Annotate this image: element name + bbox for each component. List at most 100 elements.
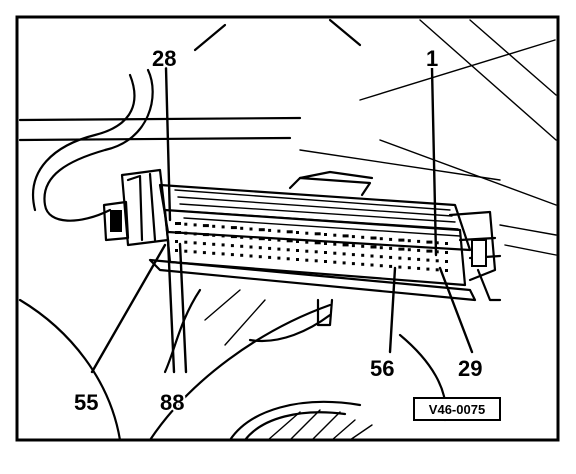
pin-cavity xyxy=(175,240,178,243)
pin-cavity xyxy=(221,225,225,229)
pin-cavity xyxy=(296,240,299,243)
pin-cavity xyxy=(351,244,355,248)
pin-cavity xyxy=(361,253,365,257)
pin-cavity xyxy=(435,259,439,263)
pin-cavity xyxy=(379,264,383,268)
pin-cavity xyxy=(361,244,365,248)
pin-cavity xyxy=(435,268,439,272)
callout-88: 88 xyxy=(160,390,184,415)
callout-56: 56 xyxy=(370,356,394,381)
leader-88b xyxy=(178,242,188,374)
pin-cavity xyxy=(342,261,346,265)
pin-cavity xyxy=(230,244,234,248)
pin-cavity xyxy=(202,251,206,255)
pin-cavity xyxy=(184,249,188,253)
pin-cavity xyxy=(389,255,393,259)
pin-cavity xyxy=(175,222,181,225)
pin-cavity xyxy=(445,260,448,263)
frame-border xyxy=(15,15,560,442)
pin-cavity xyxy=(212,224,216,228)
pin-cavity xyxy=(202,233,209,237)
background-structure xyxy=(18,18,557,442)
pin-cavity xyxy=(361,235,365,239)
pin-cavity xyxy=(184,240,188,244)
pin-cavity xyxy=(193,241,197,245)
pin-cavity xyxy=(389,264,393,268)
pin-cavity xyxy=(296,258,299,261)
pin-cavity xyxy=(314,250,318,254)
pin-cavity xyxy=(184,222,188,226)
pin-cavity xyxy=(230,235,237,239)
pin-cavity xyxy=(305,249,309,253)
pin-cavity xyxy=(398,238,405,242)
pin-cavity xyxy=(305,231,309,235)
figure-id-box xyxy=(413,397,501,421)
pin-cavity xyxy=(379,246,383,250)
pin-cavity xyxy=(417,239,421,243)
pin-cavity xyxy=(417,266,421,270)
pin-cavity xyxy=(175,249,178,252)
pin-cavity xyxy=(333,260,337,264)
pin-cavity xyxy=(389,237,393,241)
pin-cavity xyxy=(286,257,290,261)
pin-cavity xyxy=(277,238,281,242)
pin-cavity xyxy=(268,246,272,250)
pin-cavity xyxy=(342,252,346,256)
pin-cavity xyxy=(212,242,216,246)
pin-cavity xyxy=(230,226,237,230)
pin-cavity xyxy=(212,251,216,255)
pin-cavity xyxy=(258,255,262,259)
callout-leaders xyxy=(90,66,474,374)
pin-cavity xyxy=(351,262,355,266)
pin-cavity xyxy=(435,250,439,254)
pin-cavity xyxy=(417,248,421,252)
pin-cavity xyxy=(240,226,244,230)
pin-cavity xyxy=(370,254,374,258)
pin-cavity xyxy=(398,265,402,269)
callout-29: 29 xyxy=(458,356,482,381)
pin-cavity xyxy=(426,267,430,271)
pin-cavity xyxy=(184,231,188,235)
pin-cavity xyxy=(240,235,244,239)
pin-cavity xyxy=(333,251,337,255)
pin-cavity xyxy=(351,253,355,257)
pin-cavity xyxy=(240,253,244,257)
pin-cavity xyxy=(230,253,234,257)
pin-cavity xyxy=(333,233,337,237)
pin-cavity xyxy=(314,232,321,236)
pin-cavity xyxy=(445,251,448,254)
pin-cavity xyxy=(258,246,262,250)
pin-cavity xyxy=(342,243,349,247)
leader-55 xyxy=(90,243,167,374)
pin-cavity xyxy=(342,234,349,238)
leader-88a xyxy=(166,238,176,374)
pin-cavity xyxy=(268,228,272,232)
pin-cavity xyxy=(361,262,365,266)
pin-cavity xyxy=(370,245,377,249)
pin-cavity xyxy=(202,242,206,246)
pin-cavity xyxy=(314,241,321,245)
pin-cavity xyxy=(445,242,448,245)
pin-cavity xyxy=(277,256,281,260)
pin-cavity xyxy=(324,233,327,236)
pin-cavity xyxy=(445,269,448,272)
pin-cavity xyxy=(407,266,411,270)
pin-cavity xyxy=(296,231,299,234)
pin-cavity xyxy=(379,237,383,241)
pin-cavity xyxy=(379,255,383,259)
pin-cavity xyxy=(407,248,411,252)
pin-cavity xyxy=(314,259,318,263)
callout-28: 28 xyxy=(152,46,176,71)
pin-cavity xyxy=(249,236,253,240)
pin-cavity xyxy=(258,237,265,241)
pin-cavity xyxy=(426,240,433,244)
figure-id: V46-0075 xyxy=(429,402,485,417)
pin-cavity xyxy=(398,247,405,251)
pin-cavity xyxy=(175,231,181,234)
pin-cavity xyxy=(426,258,430,262)
pin-cavity xyxy=(277,229,281,233)
pin-cavity xyxy=(407,257,411,261)
pin-cavity xyxy=(221,243,225,247)
